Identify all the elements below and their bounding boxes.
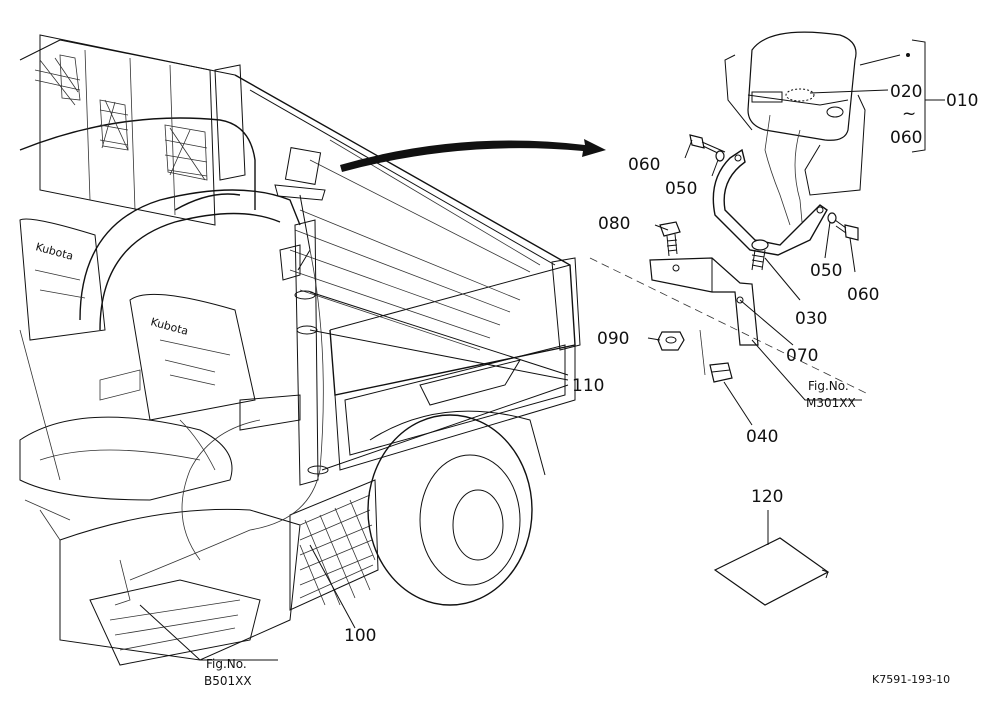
utility-vehicle-illustration: Kubota Kubota xyxy=(19,34,581,666)
part-label-050-right: 050 xyxy=(810,261,842,281)
fig-ref-code: B501XX xyxy=(204,674,252,688)
seat-logo: Kubota xyxy=(149,315,189,337)
part-label-060-left: 060 xyxy=(628,155,660,175)
seat-logo: Kubota xyxy=(34,240,74,262)
fig-ref-label: Fig.No. xyxy=(206,657,247,671)
part-label-020: 020 xyxy=(890,82,922,102)
exploded-parts-view xyxy=(589,31,871,606)
drawing-code: K7591-193-10 xyxy=(872,673,950,686)
figure-references: Fig.No. M301XX Fig.No. B501XX xyxy=(204,379,856,688)
fig-ref-label: Fig.No. xyxy=(808,379,849,393)
part-label-050-left: 050 xyxy=(665,179,697,199)
part-label-080: 080 xyxy=(598,214,630,234)
part-label-060-right: 060 xyxy=(847,285,879,305)
part-label-030: 030 xyxy=(795,309,827,329)
part-label-040: 040 xyxy=(746,427,778,447)
leader-lines xyxy=(139,291,569,661)
transfer-arrow xyxy=(340,139,606,172)
part-label-010: 010 xyxy=(946,91,978,111)
part-label-070: 070 xyxy=(786,346,818,366)
part-label-100: 100 xyxy=(344,626,376,646)
part-label-range-tilde: ~ xyxy=(902,104,916,124)
exploded-leader-lines xyxy=(647,39,945,545)
part-label-110: 110 xyxy=(572,376,604,396)
part-label-120: 120 xyxy=(751,487,783,507)
fig-ref-code: M301XX xyxy=(806,396,856,410)
part-labels: 010 020 ~ 060 060 050 080 050 060 030 09… xyxy=(344,82,978,646)
part-label-090: 090 xyxy=(597,329,629,349)
part-label-060-range: 060 xyxy=(890,128,922,148)
